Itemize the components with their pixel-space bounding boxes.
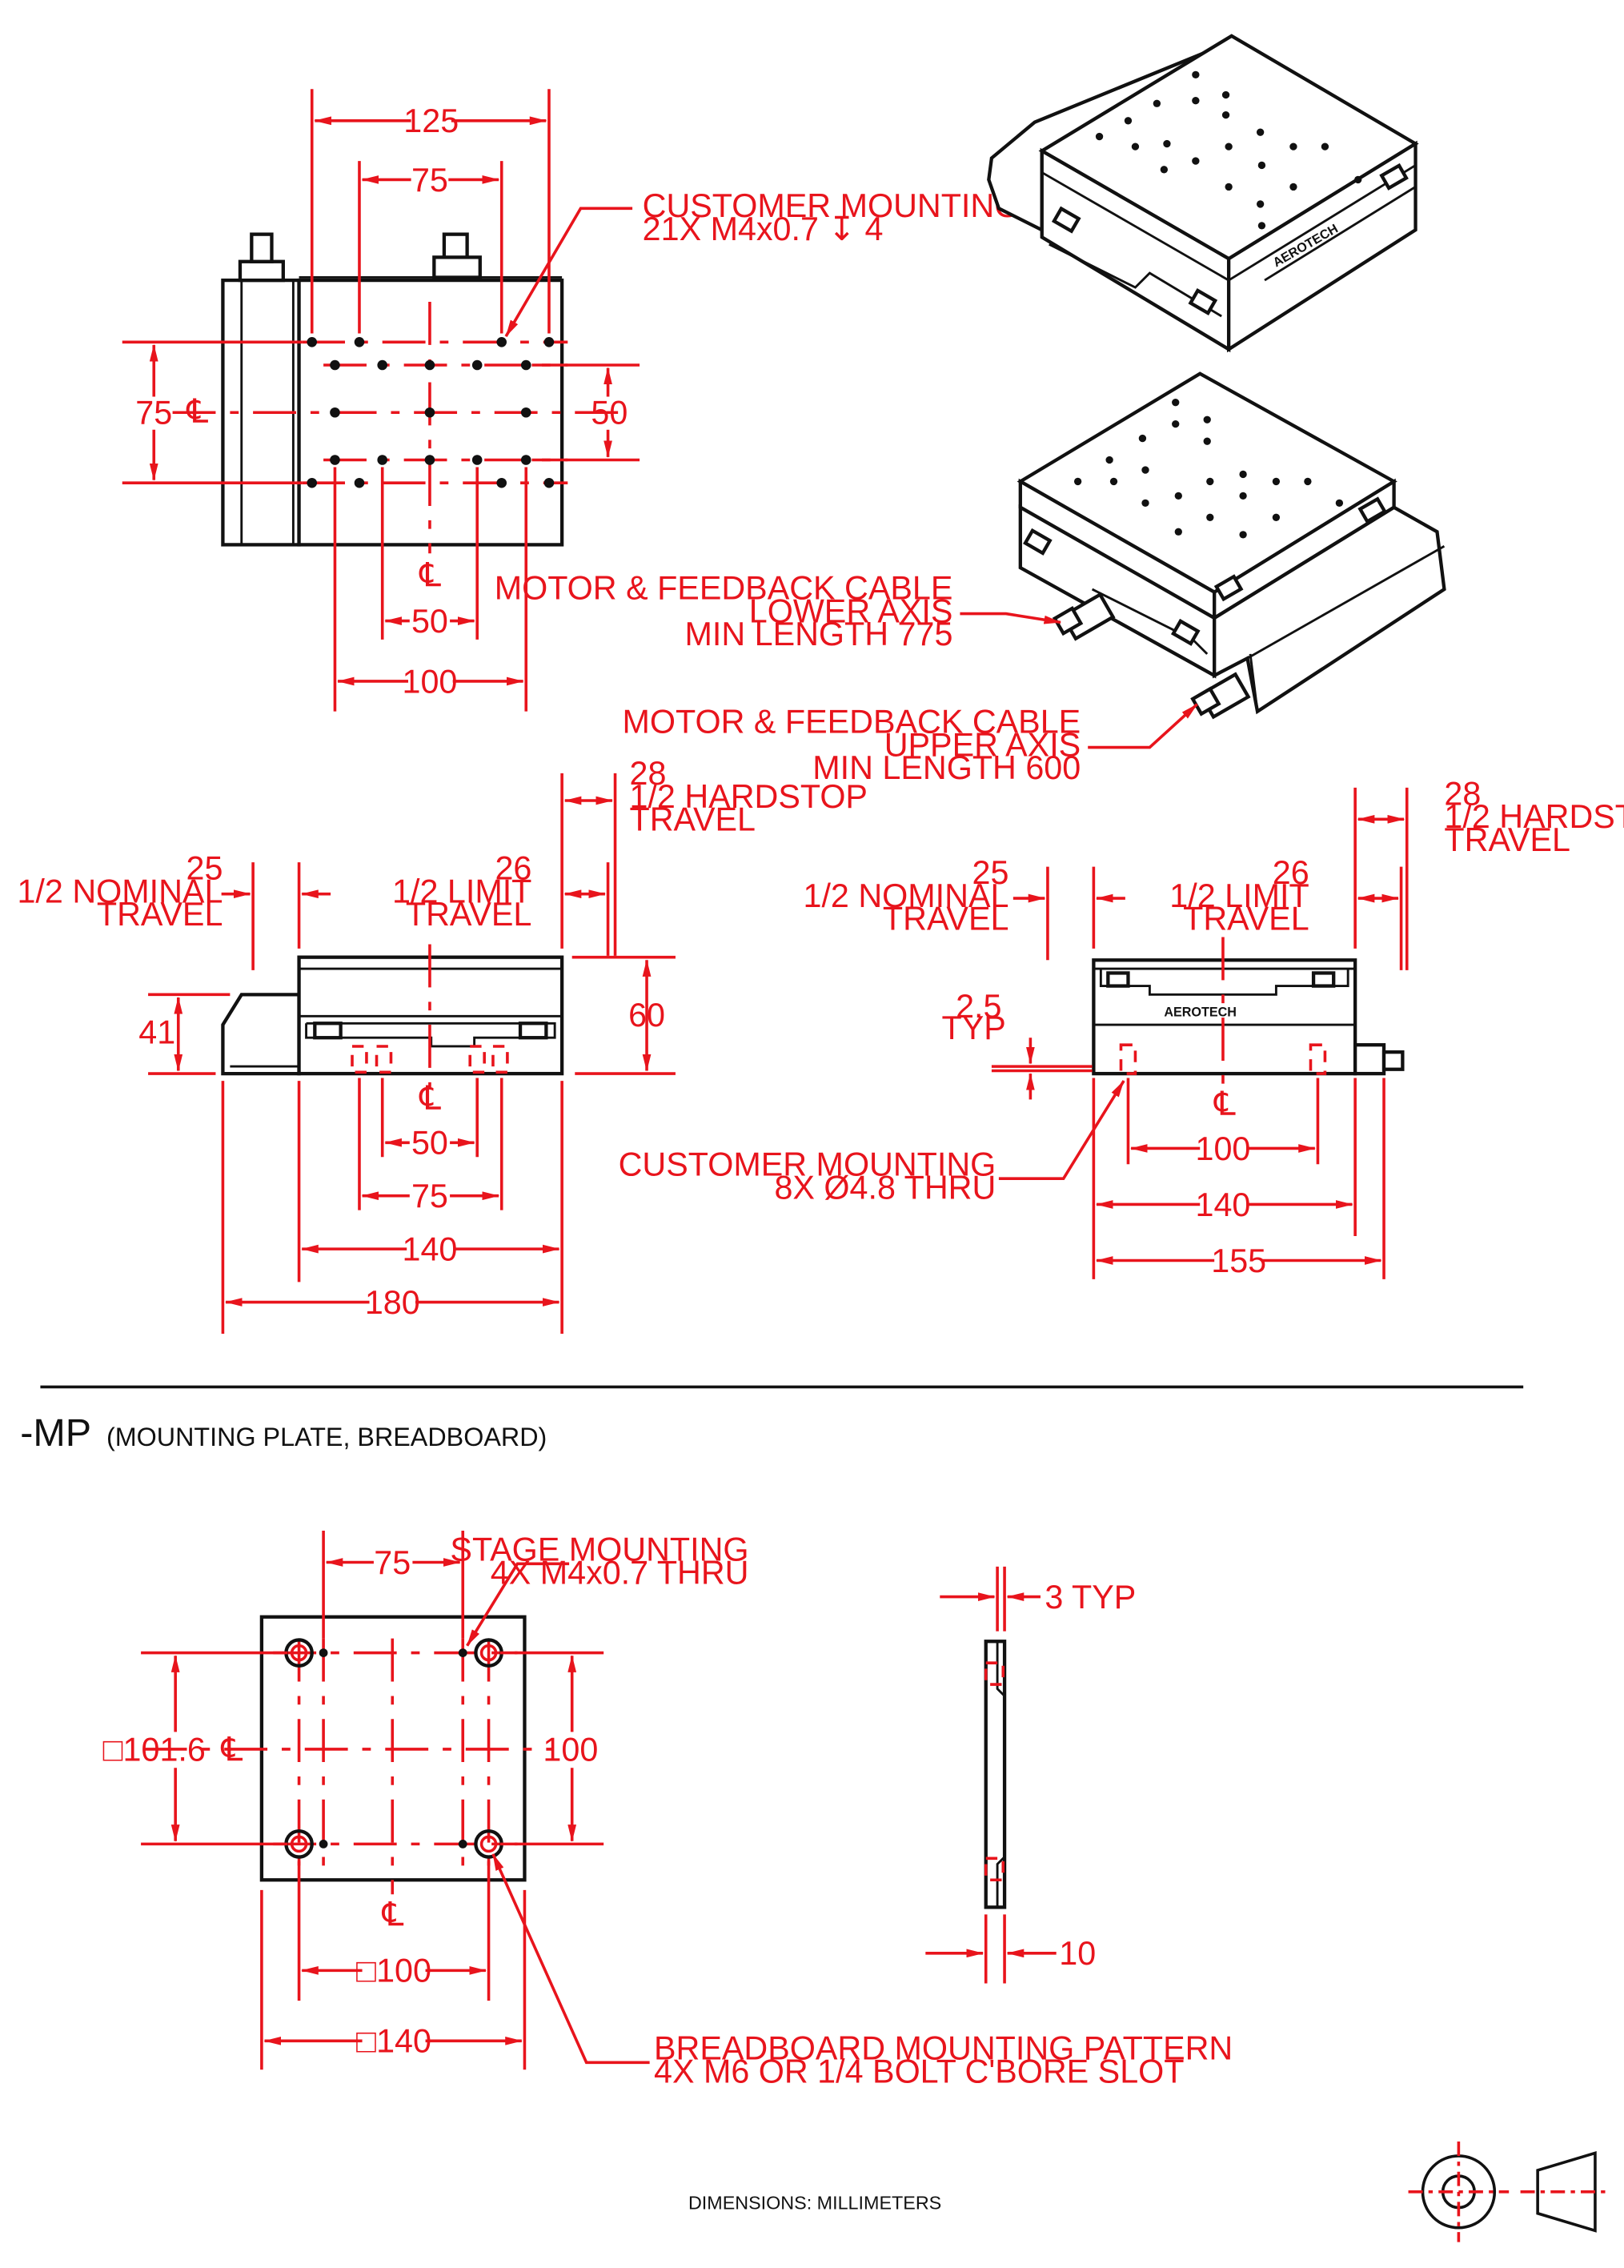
plate-dim-3-typ: 3 TYP xyxy=(1045,1579,1136,1616)
nominal-label: 1/2 NOMINAL xyxy=(17,873,223,909)
dim-50: 50 xyxy=(411,1125,448,1162)
dim-75: 75 xyxy=(411,1178,448,1214)
dim-41: 41 xyxy=(138,1014,175,1050)
plate-dim-100-bottom: □100 xyxy=(356,1953,431,1989)
third-angle-projection-icon xyxy=(1408,2142,1610,2242)
plate-side-view: 3 TYP 10 xyxy=(925,1566,1136,1984)
stage-mounting-spec: 4X M4x0.7 THRU xyxy=(491,1554,749,1591)
lower-cable-label: MOTOR & FEEDBACK CABLE xyxy=(495,570,953,607)
lower-cable-length: MIN LENGTH 775 xyxy=(685,616,953,652)
centerline-symbol: ℄ xyxy=(221,1731,243,1768)
limit-label: 1/2 LIMIT xyxy=(1169,877,1309,914)
dim-125: 125 xyxy=(403,102,459,139)
plate-dim-75: 75 xyxy=(374,1544,411,1581)
limit-label-2: TRAVEL xyxy=(1183,901,1309,937)
centerline-symbol: ℄ xyxy=(419,1080,441,1117)
limit-label-2: TRAVEL xyxy=(406,896,532,933)
customer-mounting-label: CUSTOMER MOUNTING xyxy=(643,187,1021,224)
mounting-hole-pattern xyxy=(307,337,555,488)
connector-icon xyxy=(432,232,482,279)
side-mounting-label: CUSTOMER MOUNTING xyxy=(619,1146,996,1183)
centerline-symbol: ℄ xyxy=(382,1897,404,1933)
upper-cable-length: MIN LENGTH 600 xyxy=(812,749,1081,786)
plate-dim-100-right: 100 xyxy=(543,1731,598,1768)
dim-50-bottom: 50 xyxy=(411,603,448,640)
hardstop-label: 1/2 HARDSTOP xyxy=(629,778,867,815)
limit-value: 26 xyxy=(1273,854,1309,891)
typ-value: 2.5 xyxy=(956,988,1001,1025)
dim-75-top: 75 xyxy=(411,162,448,199)
top-plate-holes xyxy=(1095,70,1362,230)
customer-mounting-spec: 21X M4x0.7 ↧ 4 xyxy=(643,211,884,247)
dim-100: 100 xyxy=(1196,1130,1251,1167)
typ-label: TYP xyxy=(942,1010,1006,1046)
top-view: 125 75 75 ℄ 50 ℄ 50 100 CUSTOMER MOUNTIN… xyxy=(122,89,1021,712)
counterbore-holes xyxy=(351,1045,509,1074)
plate-dim-10: 10 xyxy=(1059,1935,1096,1972)
side-mounting-spec: 8X Ø4.8 THRU xyxy=(774,1169,996,1206)
nominal-label-2: TRAVEL xyxy=(883,901,1009,937)
isometric-view-top: AEROTECH xyxy=(987,34,1419,353)
hardstop-label: 1/2 HARDSTOP xyxy=(1444,798,1624,835)
dim-75-left: 75 xyxy=(135,395,172,432)
plate-top-view: 75 □101.6 ℄ 100 ℄ □100 □140 STAGE MOUNTI… xyxy=(103,1531,1233,2089)
dim-140: 140 xyxy=(403,1230,458,1267)
dim-100-bottom: 100 xyxy=(403,663,458,700)
dim-60: 60 xyxy=(628,997,665,1034)
limit-label: 1/2 LIMIT xyxy=(392,873,531,909)
front-view: 25 1/2 NOMINAL TRAVEL 26 1/2 LIMIT TRAVE… xyxy=(17,755,868,1335)
centerline-symbol: ℄ xyxy=(419,556,441,593)
connector-icon xyxy=(238,232,285,283)
plate-dim-101-6: □101.6 xyxy=(103,1731,206,1768)
dim-50-right: 50 xyxy=(591,395,628,432)
cable-connector-icon xyxy=(1190,672,1251,720)
breadboard-spec: 4X M6 OR 1/4 BOLT C'BORE SLOT xyxy=(654,2053,1184,2089)
upper-cable-axis: UPPER AXIS xyxy=(884,726,1081,763)
dim-155: 155 xyxy=(1211,1242,1266,1279)
nominal-label-2: TRAVEL xyxy=(97,896,223,933)
dim-140: 140 xyxy=(1196,1186,1251,1223)
nominal-value: 25 xyxy=(186,850,223,887)
isometric-view-bottom: MOTOR & FEEDBACK CABLE LOWER AXIS MIN LE… xyxy=(495,371,1446,786)
centerline-symbol: ℄ xyxy=(1213,1086,1236,1122)
brand-label: AEROTECH xyxy=(1164,1005,1237,1019)
nominal-label: 1/2 NOMINAL xyxy=(804,877,1009,914)
units-note: DIMENSIONS: MILLIMETERS xyxy=(688,2192,941,2213)
hardstop-value: 28 xyxy=(629,755,666,792)
hardstop-label-2: TRAVEL xyxy=(1444,821,1570,858)
section-description: (MOUNTING PLATE, BREADBOARD) xyxy=(106,1423,547,1451)
stage-mounting-label: STAGE MOUNTING xyxy=(450,1531,748,1568)
limit-value: 26 xyxy=(495,850,531,887)
upper-cable-label: MOTOR & FEEDBACK CABLE xyxy=(623,704,1081,741)
section-code: -MP xyxy=(20,1411,91,1455)
top-plate-holes xyxy=(1073,399,1344,539)
plate-dim-140: □140 xyxy=(356,2023,431,2060)
nominal-value: 25 xyxy=(972,854,1009,891)
side-view: AEROTECH ℄ 25 1/2 NOMINAL TRAVEL 26 1/2 … xyxy=(619,775,1624,1279)
cable-connector-icon xyxy=(1052,592,1116,641)
breadboard-label: BREADBOARD MOUNTING PATTERN xyxy=(654,2030,1233,2067)
dim-180: 180 xyxy=(365,1284,420,1321)
hardstop-value: 28 xyxy=(1444,775,1481,812)
centerline-symbol: ℄ xyxy=(186,393,209,430)
hardstop-label-2: TRAVEL xyxy=(629,801,756,838)
lower-cable-axis: LOWER AXIS xyxy=(749,592,953,629)
